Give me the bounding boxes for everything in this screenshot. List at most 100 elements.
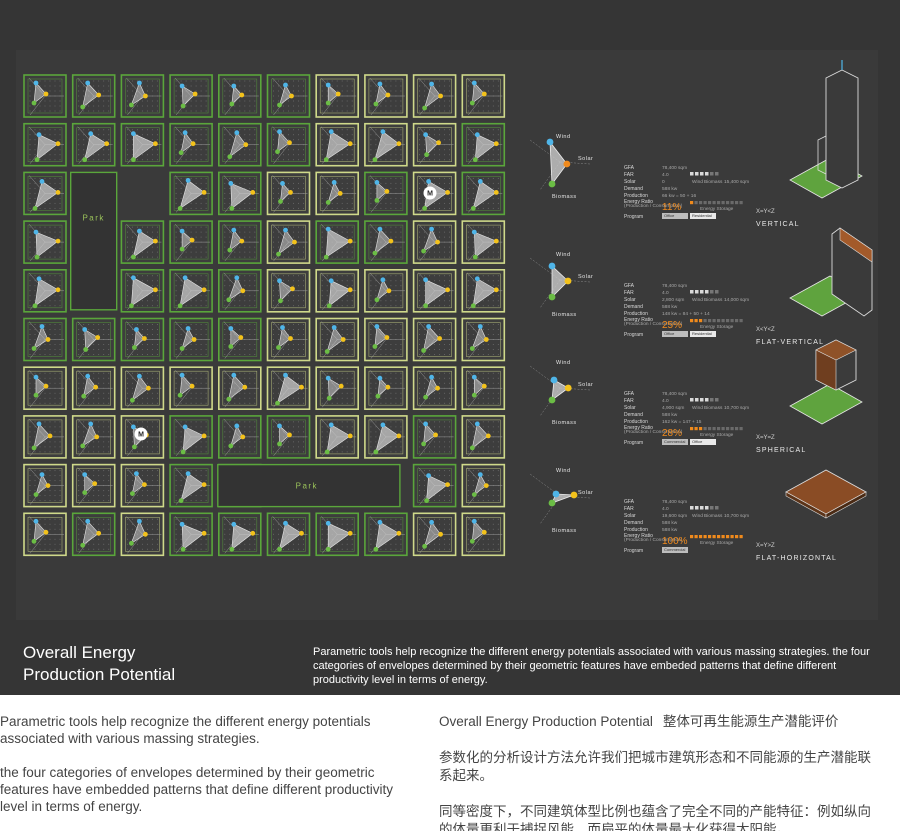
dot xyxy=(136,500,138,502)
dot xyxy=(39,207,41,209)
dot xyxy=(449,85,451,87)
dot xyxy=(254,226,256,228)
dot xyxy=(229,134,231,136)
dot xyxy=(467,134,469,136)
dot xyxy=(419,90,421,92)
dot xyxy=(434,105,436,107)
dot xyxy=(424,197,426,199)
dot xyxy=(29,421,31,423)
dot xyxy=(239,324,241,325)
dot xyxy=(283,256,284,258)
dot xyxy=(467,402,469,404)
dot xyxy=(298,246,299,248)
dot xyxy=(180,226,182,228)
solar-node xyxy=(192,91,198,97)
dot xyxy=(444,495,446,497)
dot-pattern xyxy=(467,80,499,112)
dot xyxy=(200,149,202,151)
dot xyxy=(482,329,484,330)
dot xyxy=(439,349,441,350)
dot xyxy=(180,441,182,443)
dot xyxy=(156,110,158,112)
dot xyxy=(239,377,241,379)
wind-node xyxy=(131,275,136,281)
dot xyxy=(151,105,153,107)
dot xyxy=(380,207,382,209)
dot xyxy=(321,144,323,146)
biomass-node xyxy=(421,441,426,447)
dot xyxy=(54,100,56,102)
dot xyxy=(200,431,202,433)
dot xyxy=(288,129,289,131)
dot xyxy=(175,187,177,189)
dot xyxy=(482,495,484,497)
dot xyxy=(434,300,436,302)
dot xyxy=(126,446,128,448)
dot xyxy=(141,421,143,423)
dot xyxy=(351,236,353,238)
dot xyxy=(195,154,197,156)
dot xyxy=(385,85,387,87)
dot xyxy=(472,275,474,277)
dot xyxy=(444,354,446,355)
dot xyxy=(254,110,256,112)
dot xyxy=(273,139,274,141)
dot xyxy=(400,354,402,355)
dot xyxy=(78,397,80,399)
dot xyxy=(293,285,294,287)
biomass-node xyxy=(325,100,331,106)
energy-triangle xyxy=(34,278,59,307)
dot xyxy=(151,251,153,253)
dot xyxy=(321,329,323,330)
dot xyxy=(29,543,31,545)
dot xyxy=(103,431,105,433)
dot xyxy=(151,80,153,82)
dot xyxy=(93,329,95,330)
dot xyxy=(205,397,207,399)
energy-triangle xyxy=(182,426,205,453)
dot xyxy=(205,197,207,199)
dot xyxy=(249,202,251,204)
dot xyxy=(400,441,402,443)
dot xyxy=(390,421,392,423)
dot xyxy=(449,139,451,141)
dot xyxy=(39,177,41,179)
dot xyxy=(234,349,236,350)
dot xyxy=(151,480,153,482)
dot xyxy=(497,256,499,258)
dot xyxy=(195,251,197,253)
dot xyxy=(288,441,289,443)
biomass-node xyxy=(326,395,332,401)
dot xyxy=(98,543,100,545)
dot xyxy=(29,192,31,194)
dot xyxy=(249,182,251,184)
dot xyxy=(477,100,479,102)
dot xyxy=(254,426,256,428)
dot xyxy=(472,382,474,384)
dot xyxy=(395,431,397,433)
dot xyxy=(49,392,51,394)
solar-node xyxy=(104,141,110,147)
solar-node xyxy=(340,337,346,342)
dot xyxy=(419,324,421,325)
dot xyxy=(303,441,304,443)
dot xyxy=(375,177,377,179)
dot xyxy=(93,80,95,82)
dot xyxy=(146,382,148,384)
energy-triangle xyxy=(84,328,99,351)
dot xyxy=(380,426,382,428)
biomass-node xyxy=(82,157,88,163)
dot xyxy=(288,402,289,404)
dot xyxy=(273,436,274,438)
dot xyxy=(492,187,494,189)
dot xyxy=(190,85,192,87)
dot xyxy=(229,436,231,438)
dot xyxy=(449,80,451,82)
dot xyxy=(477,231,479,233)
dot xyxy=(449,182,451,184)
wind-node xyxy=(131,424,136,430)
dot xyxy=(326,436,328,438)
dot xyxy=(175,280,177,282)
dot xyxy=(151,90,153,92)
solar-node xyxy=(481,383,487,389)
